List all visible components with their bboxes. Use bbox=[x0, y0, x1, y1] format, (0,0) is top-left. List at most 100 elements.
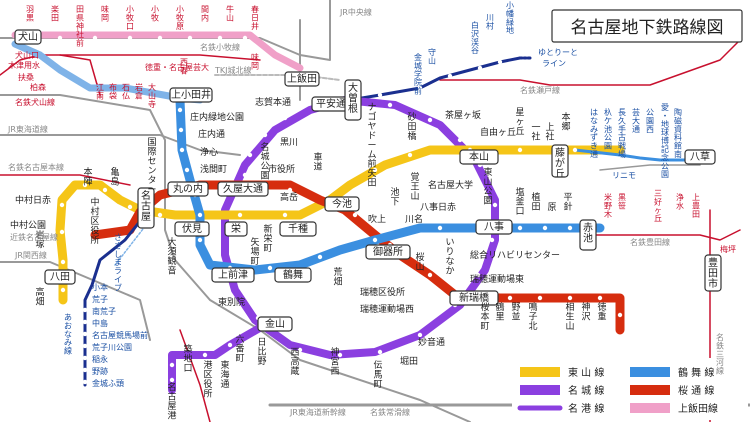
station-dot bbox=[475, 272, 481, 278]
station-chikusa-box bbox=[279, 221, 317, 237]
map-title: 名古屋地下鉄路線図 bbox=[571, 18, 724, 38]
label-shonai-ryokuchi: 庄内緑地公園 bbox=[190, 111, 244, 123]
label-jingu-nishi: 神宮西 bbox=[330, 346, 339, 377]
station-heian-dori-label: 平安通 bbox=[316, 97, 346, 110]
label-hanamizuki: はなみずき通 bbox=[590, 108, 598, 159]
station-dot bbox=[187, 35, 193, 41]
title-box bbox=[551, 9, 743, 43]
label-aonami-3: 中島 bbox=[92, 318, 108, 328]
label-ueda: 植田 bbox=[531, 191, 540, 212]
label-hotei: 布袋 bbox=[109, 82, 117, 100]
legend-swatch-5 bbox=[630, 403, 670, 413]
station-tsurumai-label: 鶴舞 bbox=[283, 268, 303, 281]
station-dot bbox=[237, 282, 243, 288]
label-komaki-5: 小牧 bbox=[151, 5, 159, 22]
label-nakamura-kuyakusho: 中村区役所 bbox=[90, 196, 99, 246]
label-tkj: TKJ城北線 bbox=[214, 65, 252, 75]
station-imaike-label: 今池 bbox=[332, 197, 352, 210]
station-dot bbox=[447, 73, 453, 79]
station-hisaya-odori-label: 久屋大通 bbox=[223, 182, 263, 195]
station-dot bbox=[287, 187, 293, 193]
station-toyotashi-label: 豊田市 bbox=[708, 256, 718, 290]
label-linimo: リニモ bbox=[612, 171, 636, 180]
label-takabata: 高畑 bbox=[35, 286, 44, 307]
station-yakusa-box bbox=[684, 149, 716, 165]
label-hongo: 本郷 bbox=[561, 111, 570, 132]
label-hoshigaoka: 星ヶ丘 bbox=[515, 107, 524, 137]
station-dot bbox=[457, 137, 463, 143]
label-shirasawa: 白沢渓谷 bbox=[471, 20, 479, 55]
station-dot bbox=[127, 35, 133, 41]
label-sakuramotomachi: 桜本町 bbox=[480, 301, 489, 332]
station-dot bbox=[157, 35, 163, 41]
label-aichi-expo: 愛・地球博記念公園 bbox=[661, 102, 669, 179]
station-dot bbox=[317, 254, 323, 260]
meitetsu-tokoname bbox=[179, 329, 211, 422]
station-dot bbox=[477, 65, 483, 71]
station-dot bbox=[82, 319, 88, 325]
station-dot bbox=[242, 172, 248, 178]
station-dot bbox=[282, 115, 288, 121]
label-josui: 浄水 bbox=[676, 192, 684, 210]
station-dot bbox=[617, 312, 623, 318]
label-komaki-9: 春日井 bbox=[251, 4, 259, 31]
station-dot bbox=[184, 167, 190, 173]
legend-swatch-0 bbox=[520, 367, 560, 377]
label-kintetsu: 近鉄名古屋線 bbox=[10, 232, 58, 242]
station-dot bbox=[567, 225, 573, 231]
label-komaki-3: 味岡 bbox=[101, 4, 109, 22]
station-kamiiida-box bbox=[284, 71, 320, 87]
label-aonami-7: 野跡 bbox=[92, 366, 108, 376]
station-sakae-box bbox=[224, 221, 248, 237]
jr-chuo-south bbox=[0, 94, 471, 422]
label-kamejima: 亀島 bbox=[110, 166, 119, 187]
label-kakuozan: 覚王山 bbox=[410, 171, 419, 202]
label-kashiwamori: 柏森 bbox=[30, 82, 46, 92]
aonami-line bbox=[83, 213, 147, 387]
label-irigaike: 杁ケ池公園 bbox=[604, 107, 612, 151]
station-motoyama-label: 本山 bbox=[469, 150, 489, 163]
station-dot bbox=[59, 229, 65, 235]
station-dot bbox=[567, 295, 573, 301]
label-yabacho: 矢場町 bbox=[250, 236, 259, 267]
label-shiyakusho: 市役所 bbox=[268, 163, 295, 175]
label-komaki-4: 小牧口 bbox=[126, 5, 134, 31]
label-nishiharu: 西春 bbox=[180, 58, 188, 75]
station-aratamabashi-box bbox=[449, 290, 499, 306]
station-dot bbox=[157, 212, 163, 218]
label-temmacho: 伝馬町 bbox=[373, 360, 382, 390]
label-ishibotoke: 石仏 bbox=[122, 83, 130, 100]
label-komaki-0: 羽黒 bbox=[26, 5, 34, 22]
label-umetsubo: 梅坪 bbox=[720, 244, 736, 254]
label-joshin: 浄心 bbox=[200, 146, 218, 158]
station-dot bbox=[82, 307, 88, 313]
station-dot bbox=[352, 212, 358, 218]
station-inuyama-label: 犬山 bbox=[18, 30, 38, 43]
label-miyoshigaoka: 三好ヶ丘 bbox=[654, 189, 662, 223]
legend-swatch-3 bbox=[630, 385, 670, 395]
label-komaki-8: 牛山 bbox=[226, 4, 234, 22]
station-dot bbox=[377, 349, 383, 355]
station-tsurumai-box bbox=[274, 267, 312, 283]
station-dot bbox=[267, 265, 273, 271]
station-nagoya-box bbox=[137, 187, 155, 229]
station-marunouchi-box bbox=[167, 181, 209, 197]
label-konan: 江南 bbox=[96, 83, 104, 100]
label-toji-shiryokan: 陶磁資料館南 bbox=[674, 107, 682, 159]
station-dot bbox=[492, 202, 498, 208]
label-issha: 一社 bbox=[531, 123, 540, 142]
label-aonami-8: 金城ふ頭 bbox=[92, 378, 124, 388]
station-dot bbox=[202, 352, 208, 358]
station-fujigaoka-box bbox=[551, 144, 569, 178]
label-kurokawa: 黒川 bbox=[280, 137, 298, 148]
station-dot bbox=[297, 347, 303, 353]
label-shiogamaguchi: 塩釜口 bbox=[515, 186, 524, 217]
label-komaki-7: 間内 bbox=[201, 5, 209, 22]
legend-swatch-1 bbox=[630, 367, 670, 377]
label-hara: 原 bbox=[547, 202, 556, 213]
kamiiida-pink-track bbox=[11, 31, 304, 72]
legend-label-1: 鶴 舞 線 bbox=[678, 366, 714, 379]
label-sakurayama: 桜山 bbox=[415, 251, 424, 272]
label-aonami-1: 荒子 bbox=[92, 294, 108, 304]
label-meijo-koen: 名城公園 bbox=[260, 141, 269, 181]
